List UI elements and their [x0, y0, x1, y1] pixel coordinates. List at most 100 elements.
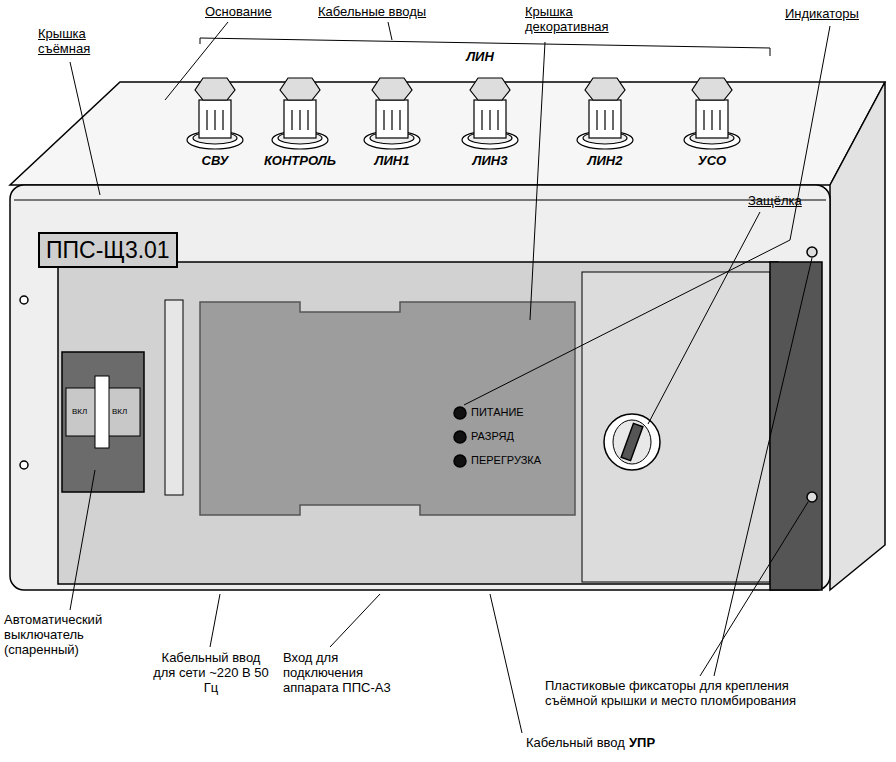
- gland-body: [589, 100, 621, 138]
- gland-rib: [489, 110, 490, 130]
- leader-line: [490, 594, 522, 733]
- cable-glands: [187, 78, 740, 149]
- right-face: [830, 82, 885, 590]
- gland-nut: [470, 78, 510, 100]
- gland-rib: [604, 110, 605, 130]
- leader-line: [648, 212, 760, 424]
- gland-group-label: ЛИН: [450, 49, 510, 64]
- nameplate-box: ППС-Щ3.01: [38, 232, 178, 268]
- indicator-label: ПЕРЕГРУЗКА: [471, 454, 541, 467]
- leader-line: [210, 594, 220, 647]
- callout-label: Пластиковые фиксаторы для крепления съём…: [545, 678, 835, 708]
- leader-line: [70, 470, 95, 610]
- top-face: [10, 82, 885, 185]
- cable-gland: [577, 78, 633, 149]
- latch-ring: [604, 414, 660, 470]
- cable-gland: [462, 78, 518, 149]
- gland-body: [376, 100, 408, 138]
- leader-line: [165, 22, 228, 100]
- gland-body: [284, 100, 316, 138]
- gland-nut: [280, 78, 320, 100]
- gland-body: [474, 100, 506, 138]
- gland-nut: [585, 78, 625, 100]
- leader-line: [388, 22, 392, 40]
- light-strip: [165, 300, 183, 495]
- enclosure-body: [10, 82, 885, 590]
- plastic-fixer: [807, 492, 817, 502]
- gland-label: СВУ: [170, 153, 260, 168]
- gland-rib: [703, 110, 704, 130]
- gland-label: ЛИН2: [560, 153, 650, 168]
- decorative-cover: [200, 302, 575, 515]
- gland-rib: [383, 110, 384, 130]
- cable-gland: [684, 78, 740, 149]
- callout-label: УПР: [629, 735, 655, 750]
- gland-rib: [222, 110, 223, 130]
- leader-line: [200, 38, 201, 44]
- front-panel: [58, 262, 778, 584]
- lid-seam: [14, 200, 826, 201]
- leader-line: [200, 38, 770, 48]
- callout-label: Кабельные вводы: [318, 4, 426, 19]
- gland-rib: [206, 110, 207, 130]
- leader-lines: [70, 22, 830, 733]
- gland-rib: [299, 110, 300, 130]
- latch-knob: [613, 420, 651, 464]
- cable-gland: [364, 78, 420, 149]
- indicator-led: [454, 407, 466, 419]
- callout-label: Основание: [205, 4, 272, 19]
- gland-body: [199, 100, 231, 138]
- callout-label: Защёлка: [748, 193, 802, 208]
- right-panel: [582, 272, 770, 582]
- gland-nut: [195, 78, 235, 100]
- callout-label: Кабельный ввод для сети ~220 В 50 Гц: [150, 650, 272, 695]
- gland-label: ЛИН1: [347, 153, 437, 168]
- screw: [20, 461, 28, 469]
- latch-slot: [621, 423, 643, 460]
- gland-body: [696, 100, 728, 138]
- indicator-label: РАЗРЯД: [471, 430, 514, 443]
- gland-rib: [711, 110, 712, 130]
- nameplate-text: ППС-Щ3.01: [46, 236, 170, 264]
- breaker-handle: [95, 376, 109, 448]
- gland-label: УСО: [667, 153, 757, 168]
- cable-gland: [272, 78, 328, 149]
- leader-line: [464, 26, 830, 405]
- right-strip: [770, 262, 822, 590]
- indicator-led: [454, 431, 466, 443]
- breaker-body: [62, 352, 144, 492]
- callout-label: Кабельный ввод: [526, 735, 625, 750]
- gland-rib: [497, 110, 498, 130]
- leader-line: [700, 502, 808, 676]
- gland-rib: [612, 110, 613, 130]
- gland-nut: [692, 78, 732, 100]
- callout-label: Автоматический выключатель (спаренный): [4, 612, 144, 657]
- leader-line: [714, 258, 812, 676]
- gland-label: ЛИН3: [445, 153, 535, 168]
- switch-label: ВКЛ: [72, 407, 87, 416]
- callout-label: Крышка съёмная: [38, 26, 116, 56]
- gland-nut: [372, 78, 412, 100]
- gland-rib: [719, 110, 720, 130]
- gland-rib: [291, 110, 292, 130]
- callout-label: Крышка декоративная: [525, 4, 630, 34]
- gland-rib: [391, 110, 392, 130]
- gland-rib: [399, 110, 400, 130]
- plastic-fixer: [807, 247, 817, 257]
- leader-line: [330, 594, 380, 647]
- leader-line: [530, 42, 545, 320]
- indicator-led: [454, 455, 466, 467]
- cable-gland: [187, 78, 243, 149]
- switch-label: ВКЛ: [112, 407, 127, 416]
- leader-line: [770, 48, 771, 56]
- front-face: [10, 185, 830, 590]
- leader-line: [70, 62, 100, 195]
- gland-rib: [307, 110, 308, 130]
- gland-rib: [596, 110, 597, 130]
- indicator-label: ПИТАНИЕ: [471, 406, 524, 419]
- screw: [20, 296, 28, 304]
- callout-label: Индикаторы: [785, 6, 859, 21]
- gland-label: КОНТРОЛЬ: [255, 153, 345, 168]
- callout-label: Вход для подключения аппарата ППС-А3: [283, 650, 408, 695]
